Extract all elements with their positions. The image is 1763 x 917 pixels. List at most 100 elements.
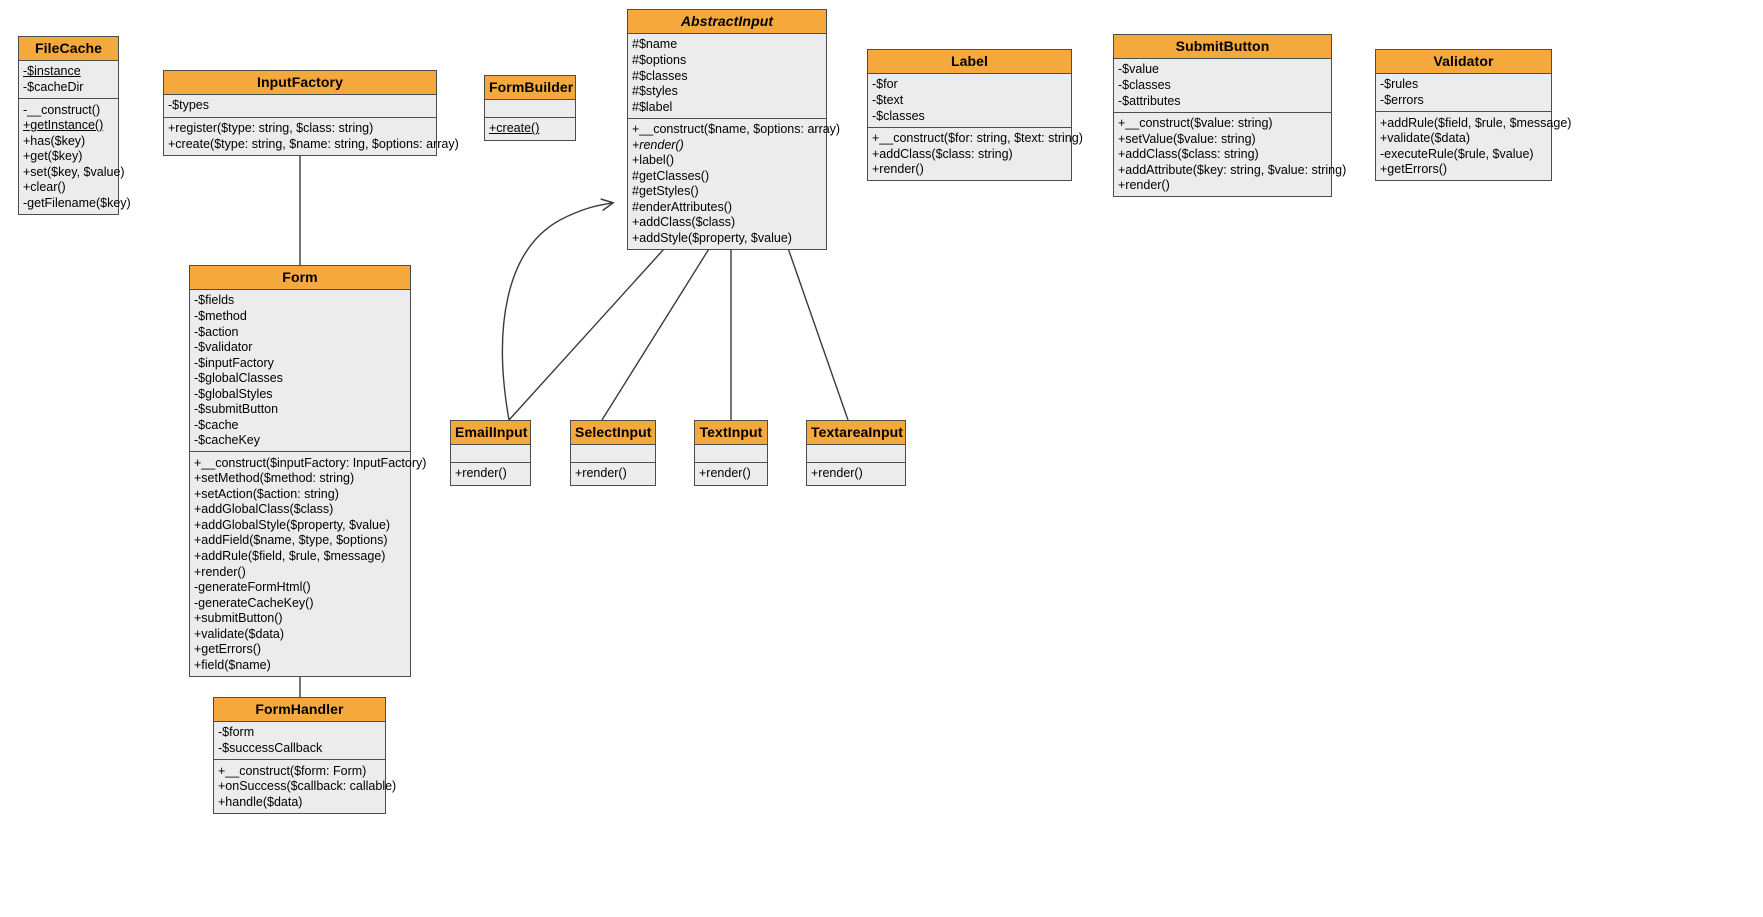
method-row: +render() <box>811 466 863 481</box>
method-row: +validate($data) <box>194 626 284 641</box>
class-box-form[interactable]: Form-$fields-$method-$action-$validator-… <box>189 265 427 677</box>
attribute-row: #$styles <box>632 84 678 99</box>
method-row: #getStyles() <box>632 184 699 199</box>
class-methods-submitbutton: +__construct($value: string)+setValue($v… <box>1114 111 1347 197</box>
method-row: +addClass($class: string) <box>872 146 1013 161</box>
method-row: +render() <box>575 466 627 481</box>
edge-emailinput-abstractinput <box>508 228 683 421</box>
class-box-inputfactory[interactable]: InputFactory -$types +register($type: stri… <box>163 70 459 156</box>
edge-textareainput-abstractinput <box>781 228 849 421</box>
class-methods-form: +__construct($inputFactory: InputFactory… <box>190 451 427 676</box>
attribute-row: -$action <box>194 324 239 339</box>
class-attributes-textinput <box>695 445 767 463</box>
edge-formbuilder-abstractinput <box>501 203 612 421</box>
method-row: -generateCacheKey() <box>194 595 314 610</box>
class-box-submitbutton[interactable]: SubmitButton-$value-$classes-$attributes… <box>1113 34 1347 198</box>
method-row: +__construct($inputFactory: InputFactory… <box>194 455 427 470</box>
method-row: +__construct($for: string, $text: string… <box>872 131 1083 146</box>
class-box-formhandler[interactable]: FormHandler-$form-$successCallback+__con… <box>213 697 397 814</box>
attribute-row: -$submitButton <box>194 402 279 417</box>
class-box-textareainput[interactable]: TextareaInput+render() <box>806 420 906 486</box>
method-row: +label() <box>632 153 675 168</box>
class-box-selectinput[interactable]: SelectInput +render() <box>570 420 656 486</box>
attribute-row: -$globalClasses <box>194 371 283 386</box>
attribute-row: -$types <box>168 98 209 113</box>
attribute-row: -$text <box>872 93 904 108</box>
method-row: +addGlobalStyle($property, $value) <box>194 517 391 532</box>
class-title-validator: Validator <box>1376 50 1551 75</box>
class-attributes-inputfactory: -$types <box>164 95 436 117</box>
method-row: +get($key) <box>23 149 83 164</box>
class-title-textinput: TextInput <box>695 421 767 446</box>
class-title-formhandler: FormHandler <box>214 698 385 723</box>
attribute-row: #$name <box>632 37 678 52</box>
class-methods-textinput: +render() <box>695 462 767 485</box>
method-row: +register($type: string, $class: string) <box>168 121 374 136</box>
attribute-row: -$for <box>872 77 898 92</box>
method-row: +addField($name, $type, $options) <box>194 533 388 548</box>
attribute-row: -$cacheDir <box>23 80 84 95</box>
class-methods-formbuilder: +create() <box>485 117 575 140</box>
method-row: +addGlobalClass($class) <box>194 502 334 517</box>
method-row: +field($name) <box>194 657 271 672</box>
method-row: +addStyle($property, $value) <box>632 230 792 245</box>
class-methods-validator: +addRule($field, $rule, $message)+valida… <box>1376 111 1572 181</box>
class-title-formbuilder: FormBuilder <box>485 76 575 101</box>
class-attributes-textareainput <box>807 445 905 463</box>
class-title-label: Label <box>868 50 1071 75</box>
method-row: +__construct($value: string) <box>1118 116 1273 131</box>
method-row: +getErrors() <box>1380 162 1448 177</box>
class-attributes-formbuilder <box>485 100 575 118</box>
class-methods-emailinput: +render() <box>451 462 530 485</box>
edge-selectinput-abstractinput <box>601 228 722 421</box>
method-row: -__construct() <box>23 102 101 117</box>
class-box-textinput[interactable]: TextInput +render() <box>694 420 768 486</box>
class-methods-inputfactory: +register($type: string, $class: string)… <box>164 116 459 155</box>
class-box-abstractinput[interactable]: AbstractInput#$name#$options#$classes#$s… <box>627 9 841 250</box>
method-row: +render() <box>194 564 246 579</box>
method-row: +render() <box>1118 178 1170 193</box>
method-row: +addClass($class: string) <box>1118 147 1259 162</box>
class-title-abstractinput: AbstractInput <box>628 10 826 35</box>
method-row: +__construct($name, $options: array) <box>632 122 841 137</box>
class-box-filecache[interactable]: FileCache-$instance-$cacheDir-__construc… <box>18 36 131 215</box>
attribute-row: -$value <box>1118 62 1159 77</box>
class-attributes-label: -$for-$text-$classes <box>868 74 1071 127</box>
class-title-emailinput: EmailInput <box>451 421 530 446</box>
attribute-row: -$validator <box>194 340 253 355</box>
method-row: +setMethod($method: string) <box>194 471 355 486</box>
method-row: +addRule($field, $rule, $message) <box>1380 115 1572 130</box>
method-row: +has($key) <box>23 133 86 148</box>
method-row: +render() <box>699 466 751 481</box>
method-row: +getErrors() <box>194 642 262 657</box>
class-box-emailinput[interactable]: EmailInput +render() <box>450 420 531 486</box>
class-box-label[interactable]: Label-$for-$text-$classes +__construct($f… <box>867 49 1083 182</box>
method-row: +getInstance() <box>23 118 104 133</box>
attribute-row: -$classes <box>1118 78 1171 93</box>
attribute-row: -$fields <box>194 293 235 308</box>
method-row: +clear() <box>23 180 66 195</box>
class-title-inputfactory: InputFactory <box>164 71 436 96</box>
method-row: +validate($data) <box>1380 131 1470 146</box>
class-attributes-form: -$fields-$method-$action-$validator-$inp… <box>190 290 410 452</box>
attribute-row: -$successCallback <box>218 741 323 756</box>
method-row: +render() <box>455 466 507 481</box>
class-methods-label: +__construct($for: string, $text: string… <box>868 126 1083 181</box>
class-attributes-filecache: -$instance-$cacheDir <box>19 61 118 99</box>
method-row: -executeRule($rule, $value) <box>1380 146 1534 161</box>
method-row: +create() <box>489 121 540 136</box>
class-box-validator[interactable]: Validator-$rules-$errors+addRule($field,… <box>1375 49 1572 182</box>
method-row: +addAttribute($key: string, $value: stri… <box>1118 162 1347 177</box>
method-row: -generateFormHtml() <box>194 580 311 595</box>
class-box-formbuilder[interactable]: FormBuilder +create() <box>484 75 576 141</box>
class-title-selectinput: SelectInput <box>571 421 655 446</box>
method-row: +onSuccess($callback: callable) <box>218 779 397 794</box>
method-row: +addRule($field, $rule, $message) <box>194 548 386 563</box>
method-row: +addClass($class) <box>632 215 736 230</box>
attribute-row: -$form <box>218 725 255 740</box>
attribute-row: -$cache <box>194 417 239 432</box>
attribute-row: -$rules <box>1380 77 1419 92</box>
class-attributes-abstractinput: #$name#$options#$classes#$styles#$label <box>628 34 826 118</box>
method-row: +create($type: string, $name: string, $o… <box>168 136 459 151</box>
